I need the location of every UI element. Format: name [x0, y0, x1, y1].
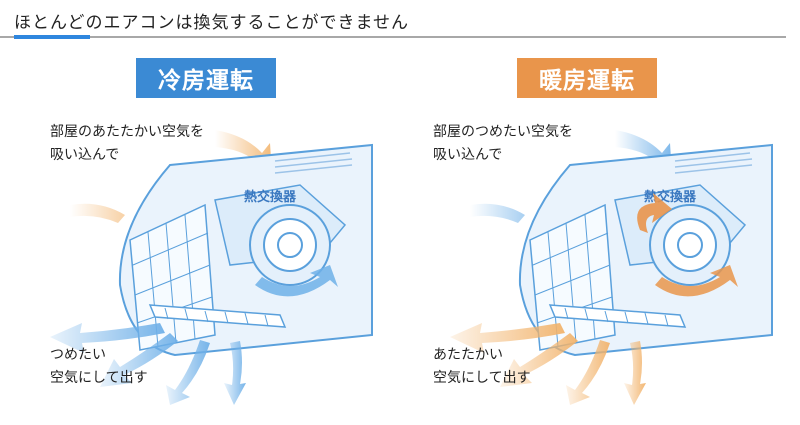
- heating-output-label: あたたかい 空気にして出す: [433, 344, 531, 390]
- intake-air-arrow: [470, 203, 525, 223]
- blower-fan: [649, 204, 731, 286]
- fan-flow-arrow: [255, 265, 338, 297]
- heat-exchanger-label: 熱交換器: [644, 189, 697, 205]
- heating-output-line2: 空気にして出す: [433, 370, 531, 386]
- heating-intake-label: 部屋のつめたい空気を 吸い込んで: [433, 121, 573, 167]
- cooling-intake-label: 部屋のあたたかい空気を 吸い込んで: [50, 121, 204, 167]
- louver: [148, 304, 287, 328]
- cooling-intake-line1: 部屋のあたたかい空気を: [50, 124, 204, 140]
- output-air-arrow: [450, 323, 565, 353]
- top-vent: [674, 152, 753, 174]
- output-air-arrow: [100, 333, 178, 387]
- output-air-arrow: [566, 340, 610, 405]
- louver-slats: [564, 307, 669, 327]
- heating-intake-line1: 部屋のつめたい空気を: [433, 124, 573, 140]
- heating-output-line1: あたたかい: [433, 347, 503, 363]
- cooling-intake-line2: 吸い込んで: [50, 147, 120, 163]
- output-air-arrow: [50, 323, 165, 353]
- page-title: ほとんどのエアコンは換気することができません: [14, 13, 409, 33]
- fan-flow-arrow: [637, 193, 672, 233]
- heat-exchanger-label: 熱交換器: [244, 189, 297, 205]
- cooling-mode-badge: 冷房運転: [136, 58, 276, 98]
- top-vent: [274, 152, 353, 174]
- heating-mode-badge: 暖房運転: [517, 58, 657, 98]
- louver-slats: [164, 307, 269, 327]
- cooling-output-line2: 空気にして出す: [50, 370, 148, 386]
- cooling-output-line1: つめたい: [50, 347, 106, 363]
- cooling-output-label: つめたい 空気にして出す: [50, 344, 148, 390]
- title-underline-accent: [14, 35, 90, 39]
- intake-air-arrow: [70, 203, 125, 223]
- cooling-aircon-diagram: 熱交換器: [50, 130, 373, 405]
- fan-flow-arrow: [655, 265, 738, 297]
- heating-intake-line2: 吸い込んで: [433, 147, 503, 163]
- output-air-arrow: [500, 333, 578, 387]
- output-air-arrow: [624, 341, 646, 405]
- louver: [548, 304, 687, 328]
- heating-aircon-diagram: 熱交換器: [450, 130, 773, 405]
- title-underline: [0, 36, 786, 38]
- output-air-arrow: [166, 340, 210, 405]
- blower-fan: [249, 204, 331, 286]
- output-air-arrow: [224, 341, 246, 405]
